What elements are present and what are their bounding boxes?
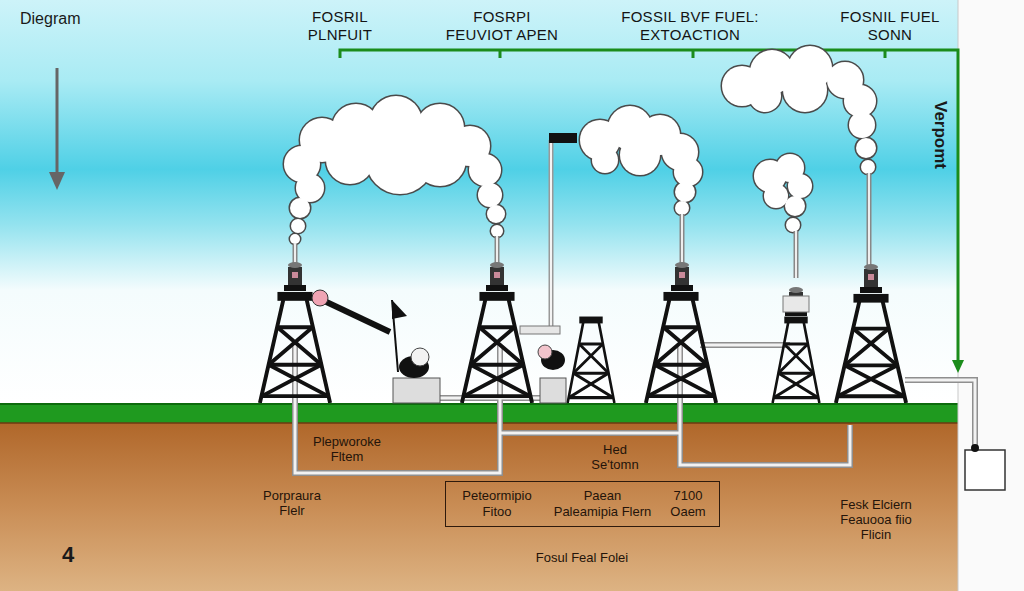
underground xyxy=(0,423,958,591)
derricks xyxy=(260,292,906,403)
vertical-label: Verpomt xyxy=(930,101,950,169)
bracket-arrowhead xyxy=(952,360,964,373)
ground-label: Plepworoke Fltem xyxy=(305,434,389,464)
smoke-plumes xyxy=(284,46,876,244)
outlet-dot xyxy=(971,444,979,452)
grass-band xyxy=(0,403,958,423)
ground-label: Fosul Feal Folei xyxy=(497,550,667,565)
info-box: Peteormipio Fitoo Paean Paleamipia Flern 7… xyxy=(445,481,720,527)
grass-edge xyxy=(0,403,958,405)
box-text: 7100 Oaem xyxy=(665,488,711,520)
header-label: FOSNIL FUEL SONN xyxy=(829,8,951,44)
soil-edge xyxy=(0,422,958,424)
ground-label: Porpraura Flelr xyxy=(250,488,334,518)
sky xyxy=(0,0,958,403)
header-label: FOSRPI FEUVIOT APEN xyxy=(439,8,565,44)
ground-label: Hed Se'tomn xyxy=(578,442,652,472)
ground-label: Fesk Elciern Feauooa fiio Flicin xyxy=(824,497,928,542)
header-label: FOSSIL BVF FUEL: EXTOACTION xyxy=(609,8,771,44)
header-label: FOSRIL PLNFUIT xyxy=(294,8,386,44)
stack-cap xyxy=(549,133,577,143)
side-panel xyxy=(958,0,1024,591)
wellheads xyxy=(284,262,882,316)
diagram-title: Diegram xyxy=(20,10,80,28)
smoke-stacks xyxy=(295,140,869,330)
pumpjack xyxy=(312,290,440,403)
callout-number: 4 xyxy=(62,542,74,568)
pump-unit xyxy=(520,296,809,403)
flow-arrow xyxy=(56,68,59,176)
flow-arrowhead xyxy=(49,172,65,190)
box-text: Peteormipio Fitoo xyxy=(454,488,540,520)
box-text: Paean Paleamipia Flern xyxy=(551,488,655,520)
outlet-box xyxy=(965,450,1005,490)
